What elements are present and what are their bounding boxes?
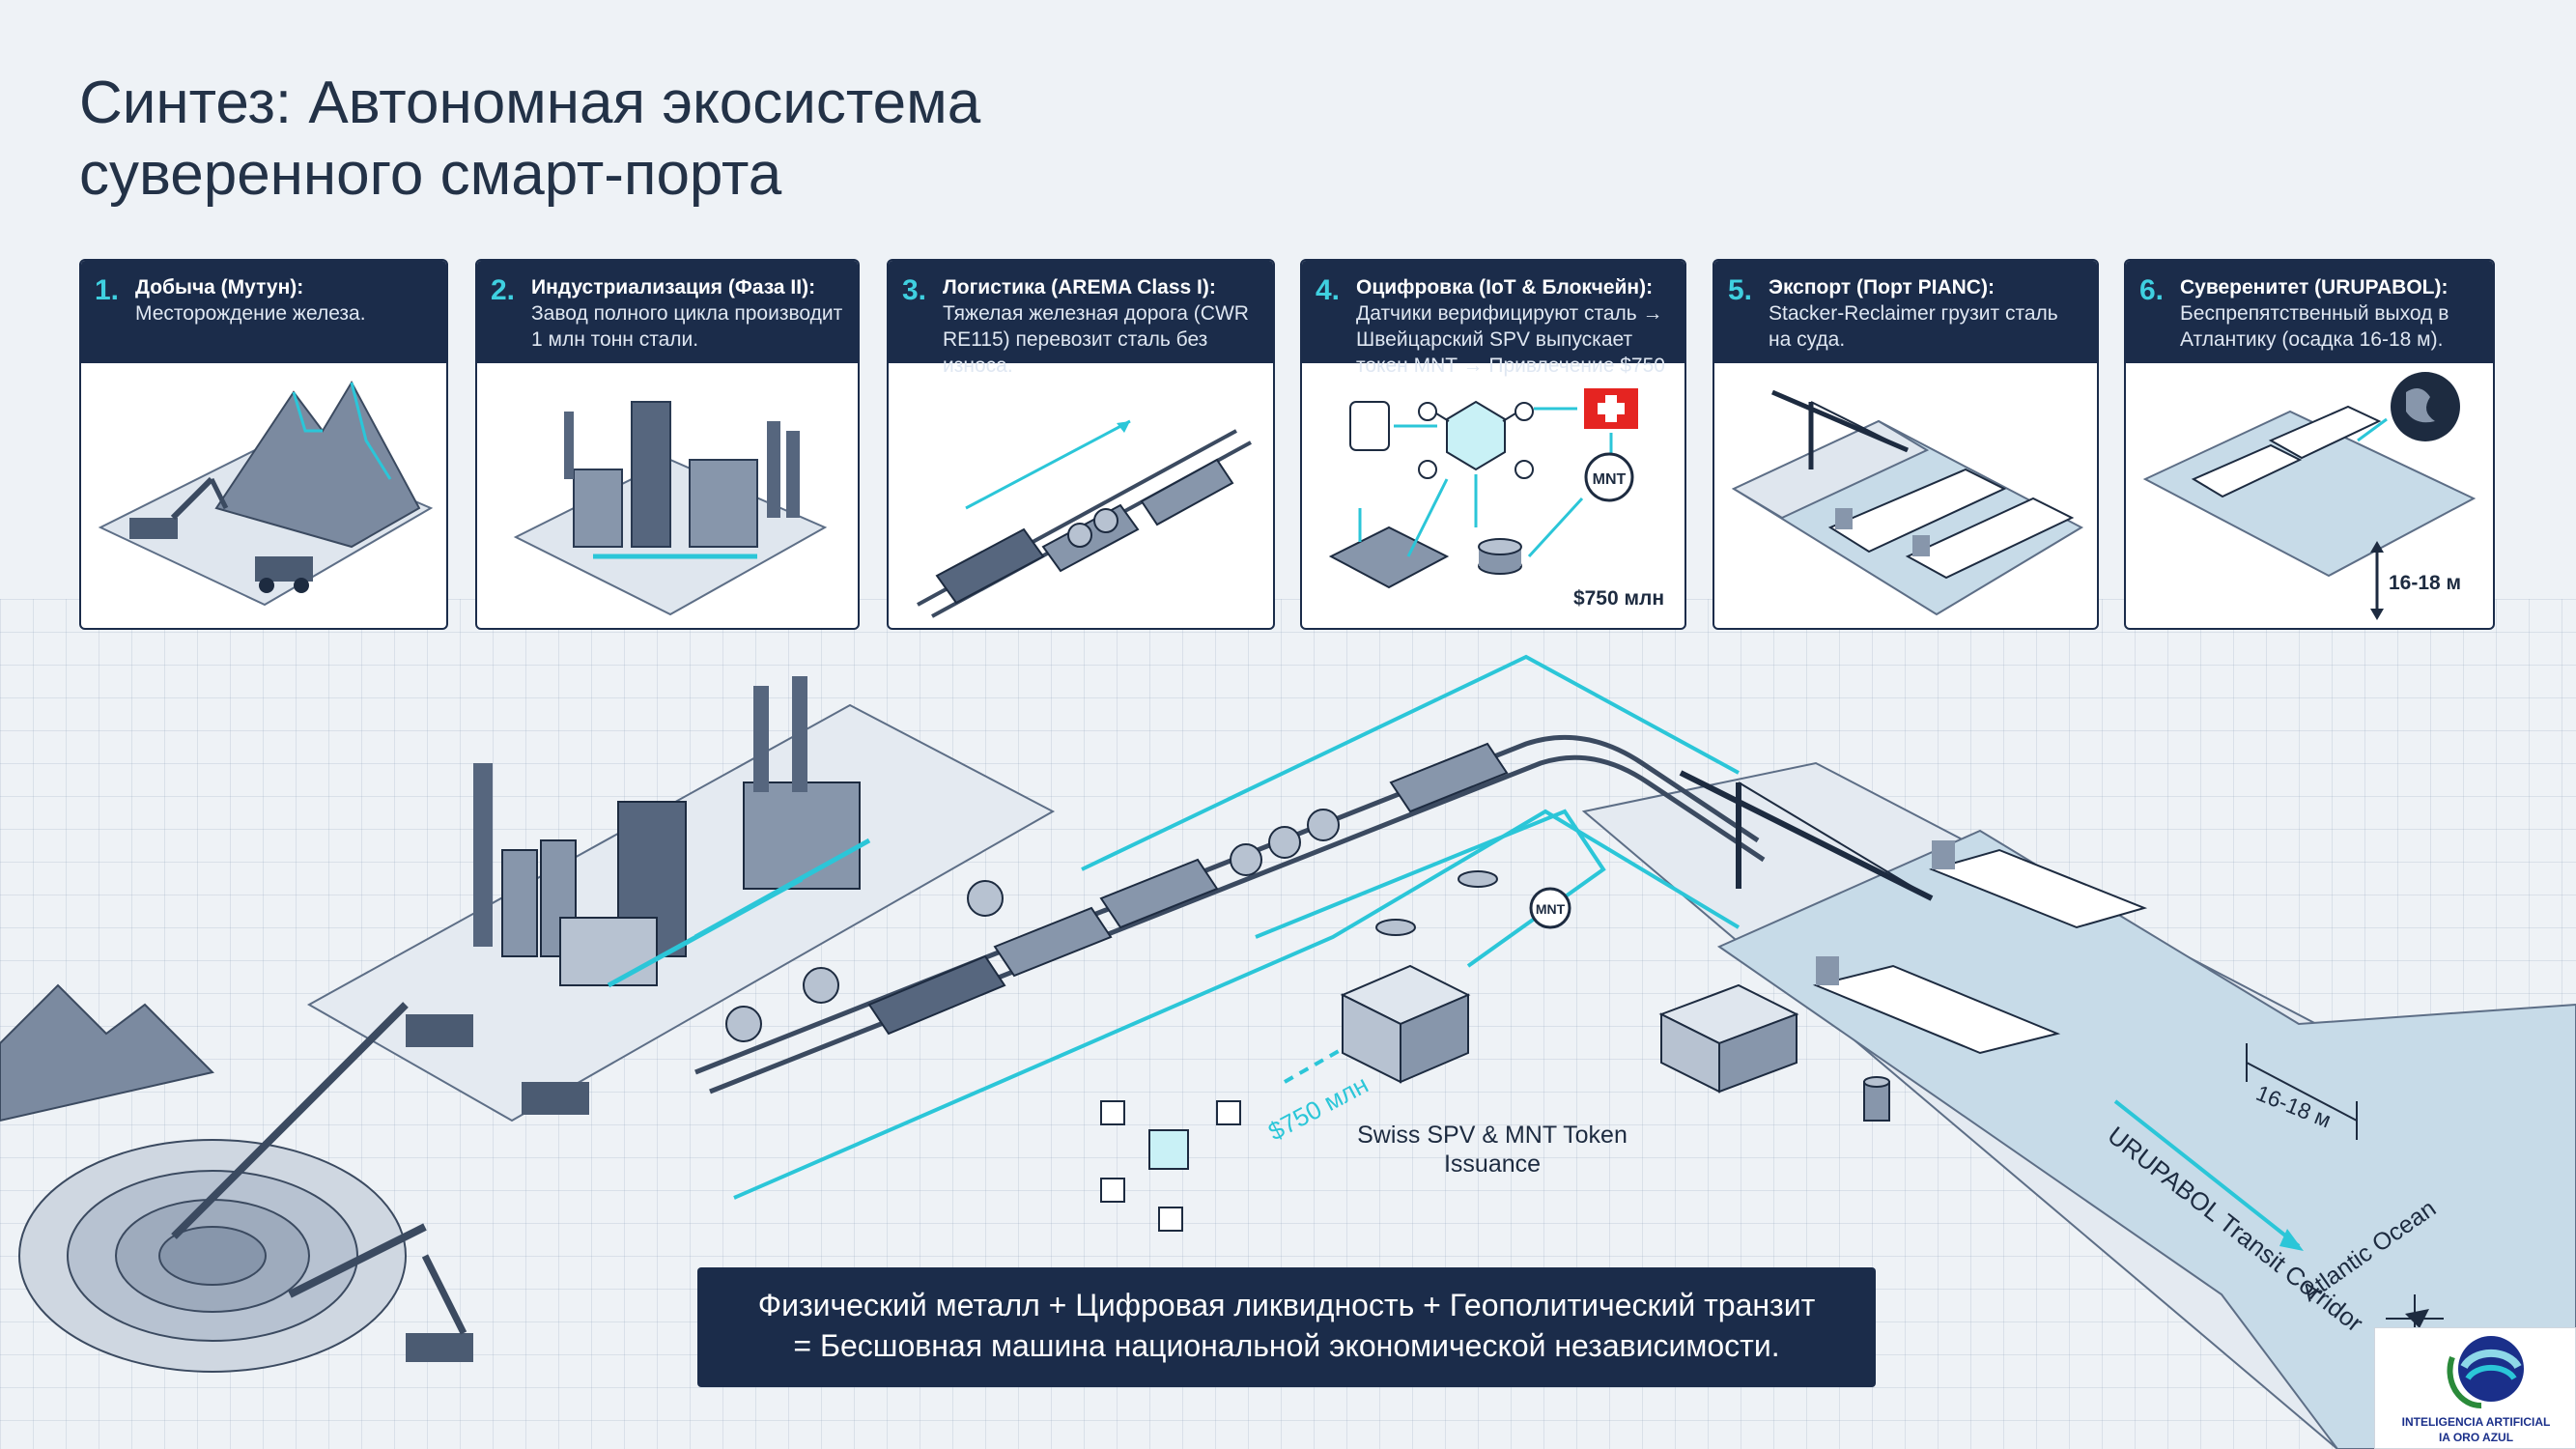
step-title: Добыча (Мутун):	[135, 276, 304, 298]
digitization-illustration: MNT $750 млн	[1328, 388, 1664, 610]
railway-illustration	[917, 419, 1252, 618]
step-description: Датчики верифицируют сталь → Швейцарский…	[1356, 302, 1665, 377]
step-description: Тяжелая железная дорога (CWR RE115) пере…	[943, 302, 1249, 377]
steel-beams-icon	[1328, 478, 1450, 589]
step-number: 6.	[2139, 274, 2165, 306]
step-card-logistics: 3. Логистика (AREMA Class I): Тяжелая же…	[887, 259, 1275, 630]
mnt-token-icon: MNT	[1529, 887, 1571, 929]
sovereignty-illustration: 16-18 м	[2142, 372, 2477, 620]
token-label: MNT	[1593, 471, 1627, 488]
port-illustration	[1731, 389, 2084, 616]
factory-illustration	[513, 401, 828, 616]
warehouse-icon	[1658, 983, 1799, 1094]
data-flow-line	[733, 809, 1741, 1200]
blockchain-icon	[1100, 1100, 1241, 1232]
step-description: Завод полного цикла производит 1 млн тон…	[531, 302, 843, 351]
step-number: 2.	[491, 274, 516, 306]
mountain-icon	[214, 380, 421, 549]
step-card-header: 3. Логистика (AREMA Class I): Тяжелая же…	[889, 261, 1273, 377]
step-title: Индустриализация (Фаза II):	[531, 276, 816, 298]
step-title: Логистика (AREMA Class I):	[943, 276, 1216, 298]
brand-logo: INTELIGENCIA ARTIFICIAL IA ORO AZUL	[2374, 1327, 2576, 1449]
banner-line-1: Физический металл + Цифровая ликвидность…	[757, 1288, 1816, 1322]
spv-label: Swiss SPV & MNT Token Issuance	[1357, 1122, 1628, 1178]
globe-icon	[2357, 372, 2460, 442]
excavator-icon	[129, 476, 229, 539]
swiss-flag-icon	[1534, 388, 1638, 458]
step-title: Суверенитет (URUPABOL):	[2180, 276, 2449, 298]
step-number: 5.	[1728, 274, 1753, 306]
factory-icon	[564, 401, 800, 559]
step-title: Оцифровка (IoT & Блокчейн):	[1356, 276, 1654, 298]
data-flow-line	[1284, 1041, 1353, 1084]
factory-icon	[473, 676, 871, 988]
step-card-digitization: 4. Оцифровка (IoT & Блокчейн): Датчики в…	[1300, 259, 1686, 630]
mnt-token-icon: MNT	[1584, 452, 1634, 502]
spv-building-icon	[1340, 964, 1471, 1084]
token-label: MNT	[1536, 901, 1566, 917]
mountain-icon	[0, 983, 214, 1122]
banner-line-2: = Бесшовная машина национальной экономич…	[793, 1328, 1780, 1363]
sensor-icon	[1349, 401, 1437, 451]
title-line-1: Синтез: Автономная экосистема	[79, 70, 981, 136]
logo-emblem-icon	[2447, 1336, 2524, 1409]
haul-truck-icon	[255, 556, 313, 593]
title-line-2: суверенного смарт-порта	[79, 141, 782, 208]
steel-coils	[725, 880, 1004, 1042]
step-card-export: 5. Экспорт (Порт PIANC): Stacker-Reclaim…	[1713, 259, 2099, 630]
conveyor-belt	[288, 1223, 427, 1298]
depth-marker	[2246, 1062, 2358, 1122]
blockchain-icon	[1418, 400, 1534, 479]
conveyor-belt	[171, 1002, 409, 1239]
coin-stack-icon	[1474, 474, 1584, 575]
depth-label: 16-18 м	[2389, 572, 2461, 594]
step-number: 1.	[95, 274, 120, 306]
mining-illustration	[98, 380, 434, 607]
step-card-header: 6. Суверенитет (URUPABOL): Беспрепятстве…	[2126, 261, 2493, 363]
logo-text-line-1: INTELIGENCIA ARTIFICIAL	[2401, 1415, 2551, 1429]
step-description: Беспрепятственный выход в Атлантику (оса…	[2180, 302, 2449, 351]
step-number: 4.	[1316, 274, 1341, 306]
step-card-header: 4. Оцифровка (IoT & Блокчейн): Датчики в…	[1302, 261, 1684, 377]
step-card-header: 1. Добыча (Мутун): Месторождение железа.	[81, 261, 446, 363]
page-title: Синтез: Автономная экосистема суверенног…	[79, 68, 1335, 211]
train-icon	[867, 742, 1509, 1036]
logo-text-line-2: IA ORO AZUL	[2438, 1431, 2514, 1444]
step-description: Месторождение железа.	[135, 302, 366, 325]
step-card-header: 5. Экспорт (Порт PIANC): Stacker-Reclaim…	[1714, 261, 2097, 363]
amount-label: $750 млн	[1573, 587, 1664, 610]
silo-icon	[1863, 1076, 1890, 1122]
crane-icon	[1679, 770, 1934, 901]
step-card-sovereignty: 6. Суверенитет (URUPABOL): Беспрепятстве…	[2124, 259, 2495, 630]
step-card-mining: 1. Добыча (Мутун): Месторождение железа.	[79, 259, 448, 630]
open-pit-mine	[18, 1139, 407, 1373]
step-number: 3.	[902, 274, 927, 306]
step-card-industrialization: 2. Индустриализация (Фаза II): Завод пол…	[475, 259, 860, 630]
ecosystem-diagram: MNT	[0, 654, 2576, 1449]
haul-truck-icon	[406, 1014, 589, 1115]
crane-icon	[1771, 389, 1909, 469]
step-card-header: 2. Индустриализация (Фаза II): Завод пол…	[477, 261, 858, 363]
railway-track	[694, 734, 1766, 1094]
ship-icon	[1827, 468, 2075, 580]
step-description: Stacker-Reclaimer грузит сталь на суда.	[1769, 302, 2058, 351]
summary-banner: Физический металл + Цифровая ликвидность…	[697, 1267, 1876, 1387]
corridor-arrow	[2113, 1099, 2301, 1248]
excavator-icon	[406, 1254, 473, 1362]
coin-stack-icon	[1375, 870, 1498, 936]
train-icon	[935, 458, 1234, 605]
ship-icon	[2191, 405, 2382, 498]
step-title: Экспорт (Порт PIANC):	[1769, 276, 1995, 298]
data-flow-line	[1081, 654, 1740, 871]
ship-icon	[1812, 840, 2148, 1055]
